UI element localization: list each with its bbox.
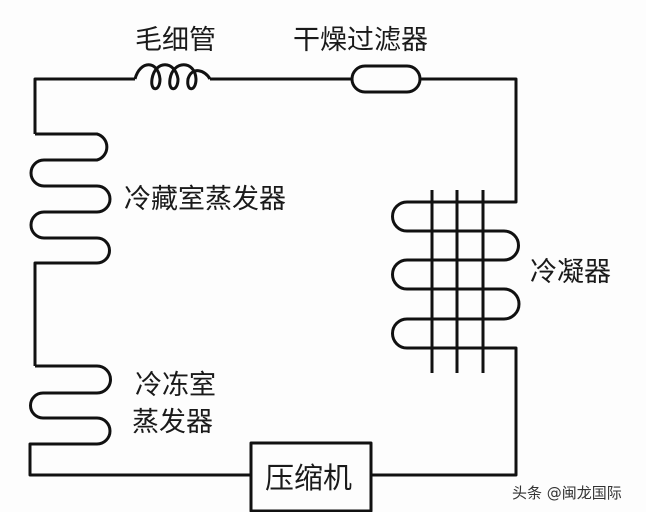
capillary-coil bbox=[133, 63, 212, 91]
freezer-evaporator-coil bbox=[28, 364, 251, 477]
condenser-label: 冷凝器 bbox=[530, 257, 611, 288]
pipe-top-left bbox=[33, 77, 135, 134]
condenser-coil bbox=[371, 200, 521, 477]
freezer-evaporator-label-line2: 蒸发器 bbox=[132, 407, 213, 438]
pipe-top-right bbox=[420, 77, 518, 204]
compressor-label: 压缩机 bbox=[265, 461, 353, 495]
fridge-evaporator-label: 冷藏室蒸发器 bbox=[124, 184, 286, 215]
dryer-filter-shape bbox=[350, 64, 422, 94]
dryer-filter-label: 干燥过滤器 bbox=[293, 25, 428, 56]
fridge-evaporator-coil bbox=[29, 132, 112, 366]
freezer-evaporator-label-line1: 冷冻室 bbox=[135, 370, 216, 401]
watermark: 头条 @闽龙国际 bbox=[512, 484, 622, 502]
capillary-label: 毛细管 bbox=[135, 25, 216, 56]
compressor-box bbox=[249, 441, 373, 512]
